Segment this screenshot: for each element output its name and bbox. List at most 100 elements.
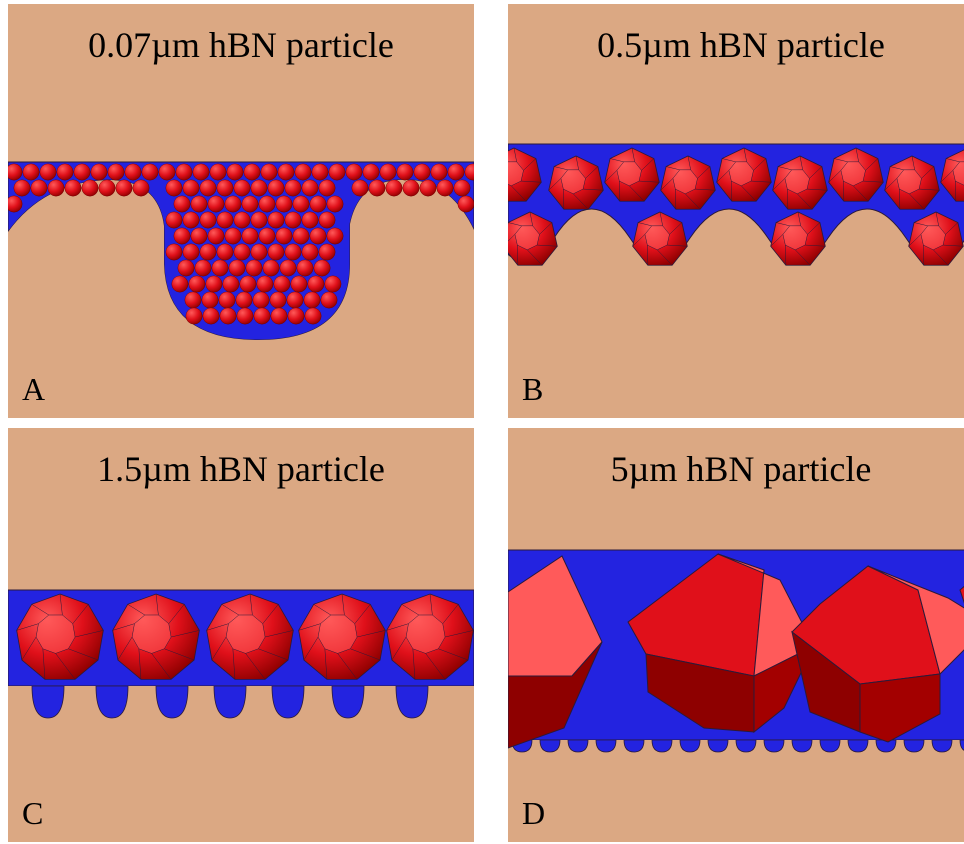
groove-cup-5: [331, 685, 365, 719]
particle-25: [430, 163, 448, 181]
particle-bottom-1: [632, 211, 688, 266]
particle-50: [250, 179, 268, 197]
particle-7: [124, 163, 142, 181]
particle-111: [290, 275, 308, 293]
particle-113: [324, 275, 342, 293]
particle-110: [273, 275, 291, 293]
particle-76: [190, 227, 208, 245]
particle-104: [171, 275, 189, 293]
particle-5: [90, 163, 108, 181]
particle-46: [182, 179, 200, 197]
particle-1: [22, 163, 40, 181]
particle-125: [219, 307, 237, 325]
particle-28: [13, 179, 31, 197]
particle-65: [165, 211, 183, 229]
substrate-base: [508, 740, 964, 842]
groove-cup-15: [931, 739, 953, 753]
particle-102: [296, 259, 314, 277]
particle-top-4: [716, 147, 772, 202]
groove-cup-1: [95, 685, 129, 719]
particle-11: [192, 163, 210, 181]
panel-d: 5µm hBN particle D: [508, 428, 964, 842]
particle-59: [241, 195, 259, 213]
groove-cup-5: [651, 739, 673, 753]
particle-38: [385, 179, 403, 197]
particle-40: [419, 179, 437, 197]
particle-13: [226, 163, 244, 181]
particle-91: [267, 243, 285, 261]
particle-126: [236, 307, 254, 325]
particle-4: [386, 593, 474, 680]
particle-22: [379, 163, 397, 181]
particle-44: [457, 195, 474, 213]
particle-34: [115, 179, 133, 197]
particle-116: [218, 291, 236, 309]
panel-d-title: 5µm hBN particle: [610, 449, 872, 489]
groove-cup-11: [819, 739, 841, 753]
particle-99: [245, 259, 263, 277]
groove-cup-6: [395, 685, 429, 719]
particle-12: [209, 163, 227, 181]
particle-120: [286, 291, 304, 309]
particle-41: [436, 179, 454, 197]
particle-97: [211, 259, 229, 277]
particle-124: [202, 307, 220, 325]
particle-58: [224, 195, 242, 213]
particle-122: [320, 291, 338, 309]
particle-33: [98, 179, 116, 197]
particle-98: [228, 259, 246, 277]
particle-112: [307, 275, 325, 293]
particle-43: [8, 195, 23, 213]
particle-top-2: [604, 147, 660, 202]
particle-92: [284, 243, 302, 261]
particle-75: [173, 227, 191, 245]
particle-70: [250, 211, 268, 229]
particle-87: [199, 243, 217, 261]
particle-4: [73, 163, 91, 181]
particle-82: [292, 227, 310, 245]
particle-77: [207, 227, 225, 245]
groove-cup-3: [213, 685, 247, 719]
groove-cup-12: [847, 739, 869, 753]
particle-top-8: [940, 149, 964, 202]
particle-2-face-d: [859, 673, 941, 743]
particle-9: [158, 163, 176, 181]
particle-21: [362, 163, 380, 181]
panel-c: 1.5µm hBN particle C: [8, 428, 474, 842]
particle-78: [224, 227, 242, 245]
particle-109: [256, 275, 274, 293]
particle-68: [216, 211, 234, 229]
particle-49: [233, 179, 251, 197]
panel-d-letter: D: [522, 795, 546, 831]
particle-79: [241, 227, 259, 245]
groove-cup-2: [567, 739, 589, 753]
particle-74: [318, 211, 336, 229]
particle-35: [132, 179, 150, 197]
particle-bottom-3: [908, 211, 964, 266]
particle-2: [39, 163, 57, 181]
groove-cup-1: [539, 739, 561, 753]
particle-121: [303, 291, 321, 309]
particle-115: [201, 291, 219, 309]
particle-103: [313, 259, 331, 277]
particle-top-1: [548, 155, 604, 210]
particle-14: [243, 163, 261, 181]
panel-c-title: 1.5µm hBN particle: [97, 449, 385, 489]
particle-top-5: [772, 155, 828, 210]
groove-cup-13: [875, 739, 897, 753]
particle-24: [413, 163, 431, 181]
particle-62: [292, 195, 310, 213]
particle-93: [301, 243, 319, 261]
particle-95: [177, 259, 195, 277]
particle-89: [233, 243, 251, 261]
groove-cup-14: [903, 739, 925, 753]
particle-85: [165, 243, 183, 261]
particle-15: [260, 163, 278, 181]
particle-16: [277, 163, 295, 181]
particle-63: [309, 195, 327, 213]
groove-cup-16: [959, 739, 964, 751]
particle-31: [64, 179, 82, 197]
particle-51: [267, 179, 285, 197]
particle-101: [279, 259, 297, 277]
groove-cup-8: [735, 739, 757, 753]
